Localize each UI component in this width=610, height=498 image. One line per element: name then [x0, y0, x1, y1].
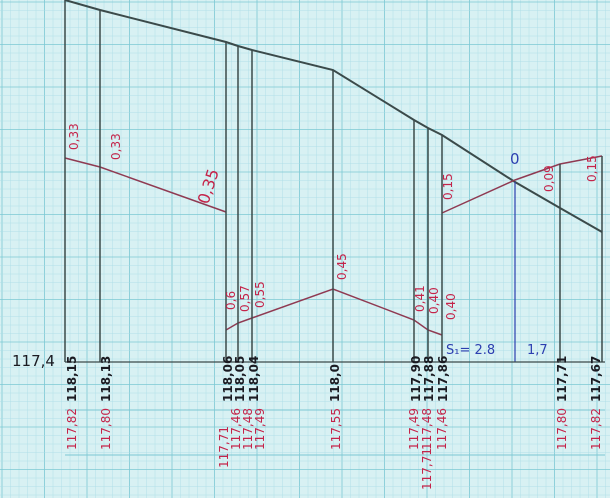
- design-elevation: 117,49: [253, 408, 267, 450]
- depth-labels: 0,33 0,33 0,35 0,6 0,57 0,55 0,45 0,41 0…: [67, 123, 599, 320]
- design-elevation: 117,71: [420, 448, 434, 490]
- design-elevation: 117,48: [420, 408, 434, 450]
- design-elevation: 117,46: [435, 408, 449, 450]
- design-elevation-row: 117,82 117,80 117,71 117,46 117,48 117,4…: [65, 408, 603, 490]
- design-elevation: 117,46: [229, 408, 243, 450]
- zero-point-label: 0: [510, 150, 520, 168]
- depth-label: 0,40: [444, 293, 458, 320]
- design-elevation: 117,80: [99, 408, 113, 450]
- ground-elevation: 118,0: [328, 364, 342, 402]
- design-elevation: 117,82: [65, 408, 79, 450]
- design-elevation: 117,55: [329, 408, 343, 450]
- ground-surface-line: [64, 0, 603, 233]
- depth-label: 0,55: [253, 281, 267, 308]
- depth-label: 0,40: [427, 287, 441, 314]
- depth-label: 0,33: [67, 123, 81, 150]
- design-grade-line-right: [441, 155, 603, 214]
- datum-label: 117,4: [12, 352, 55, 370]
- design-elevation: 117,82: [589, 408, 603, 450]
- ground-elevation: 117,90: [409, 356, 423, 402]
- depth-label: 0,57: [238, 285, 252, 312]
- depth-label: 0,6: [224, 291, 238, 310]
- ground-elevation: 118,15: [65, 356, 79, 402]
- design-elevation: 117,80: [555, 408, 569, 450]
- ground-elevation: 118,06: [221, 356, 235, 402]
- depth-label: 0,45: [335, 253, 349, 280]
- ground-elevation: 117,67: [589, 356, 603, 402]
- design-elevation: 117,49: [407, 408, 421, 450]
- distance-right-label: 1,7: [527, 343, 548, 358]
- ground-elevation: 117,71: [555, 356, 569, 402]
- ground-elevation: 118,13: [99, 356, 113, 402]
- ground-elevation: 117,86: [436, 356, 450, 402]
- depth-label: 0,15: [585, 155, 599, 182]
- depth-label: 0,15: [441, 173, 455, 200]
- depth-label: 0,09: [542, 165, 556, 192]
- design-elevation: 117,71: [217, 426, 231, 468]
- ground-elevation: 118,04: [247, 356, 261, 402]
- ground-elevation-row: 118,15 118,13 118,06 118,05 118,04 118,0…: [65, 356, 603, 402]
- design-elevation: 117,48: [241, 408, 255, 450]
- depth-label: 0,33: [109, 133, 123, 160]
- ground-elevation: 118,05: [233, 356, 247, 402]
- distance-left-label: S₁= 2.8: [446, 343, 495, 358]
- section-verticals: [64, 0, 603, 362]
- ground-elevation: 117,88: [422, 356, 436, 402]
- depth-label: 0,41: [413, 285, 427, 312]
